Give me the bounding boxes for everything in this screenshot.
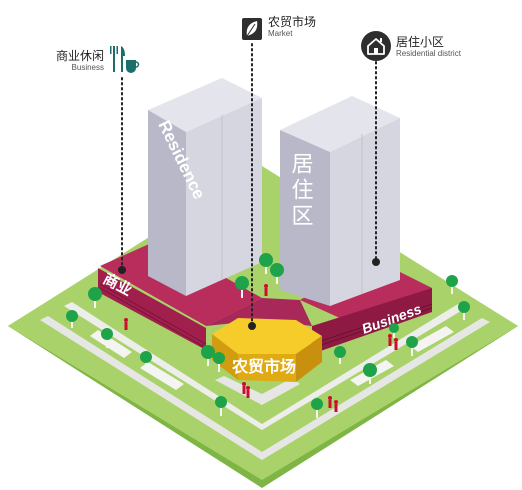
tree: [88, 287, 102, 308]
tree: [363, 363, 377, 384]
person-figure: [388, 334, 392, 346]
tree: [311, 398, 323, 418]
tree: [334, 346, 346, 364]
residence-tower-right: [280, 96, 400, 306]
tree: [446, 275, 458, 294]
tree: [101, 328, 113, 348]
business-label-cn: 商业休闲: [55, 49, 104, 63]
business-callout: 商业休闲 Business: [52, 49, 104, 73]
market-label-en: Market: [268, 29, 293, 38]
residence-tower-left: [148, 78, 262, 296]
residential-label-cn: 居住小区: [396, 35, 445, 49]
residential-label-en: Residential district: [396, 49, 461, 58]
house-icon: [361, 31, 391, 61]
trees: [66, 253, 470, 418]
market-anchor-dot: [248, 322, 256, 330]
market-building: [212, 318, 322, 382]
tree: [458, 301, 470, 320]
person-figure: [246, 386, 250, 398]
person-figure: [124, 318, 128, 330]
market-cn-text: 农贸市场: [231, 357, 296, 376]
tree: [215, 396, 227, 416]
tree: [406, 336, 418, 356]
tree: [140, 351, 152, 370]
tree: [235, 276, 249, 298]
tree: [213, 352, 225, 372]
person-figure: [264, 284, 268, 296]
person-figure: [394, 338, 398, 350]
tree: [389, 323, 399, 338]
leaf-icon: [242, 18, 262, 40]
leader-lines: [121, 43, 377, 325]
market-label-cn: 农贸市场: [268, 15, 317, 29]
person-figure: [242, 382, 246, 394]
business-anchor-dot: [118, 266, 126, 274]
fork-knife-cup-icon: [110, 46, 140, 73]
residence-cn-text: 居住区: [288, 152, 314, 230]
tree: [270, 263, 284, 284]
leader-dots: [118, 258, 380, 330]
people: [124, 284, 398, 412]
tree: [259, 253, 273, 274]
residential-callout: 居住小区 Residential district: [396, 35, 461, 59]
market-callout: 农贸市场 Market: [268, 15, 316, 39]
residential-anchor-dot: [372, 258, 380, 266]
tree: [66, 310, 78, 328]
person-figure: [328, 396, 332, 408]
tree: [201, 345, 215, 366]
business-label-en: Business: [71, 63, 104, 72]
person-figure: [334, 400, 338, 412]
